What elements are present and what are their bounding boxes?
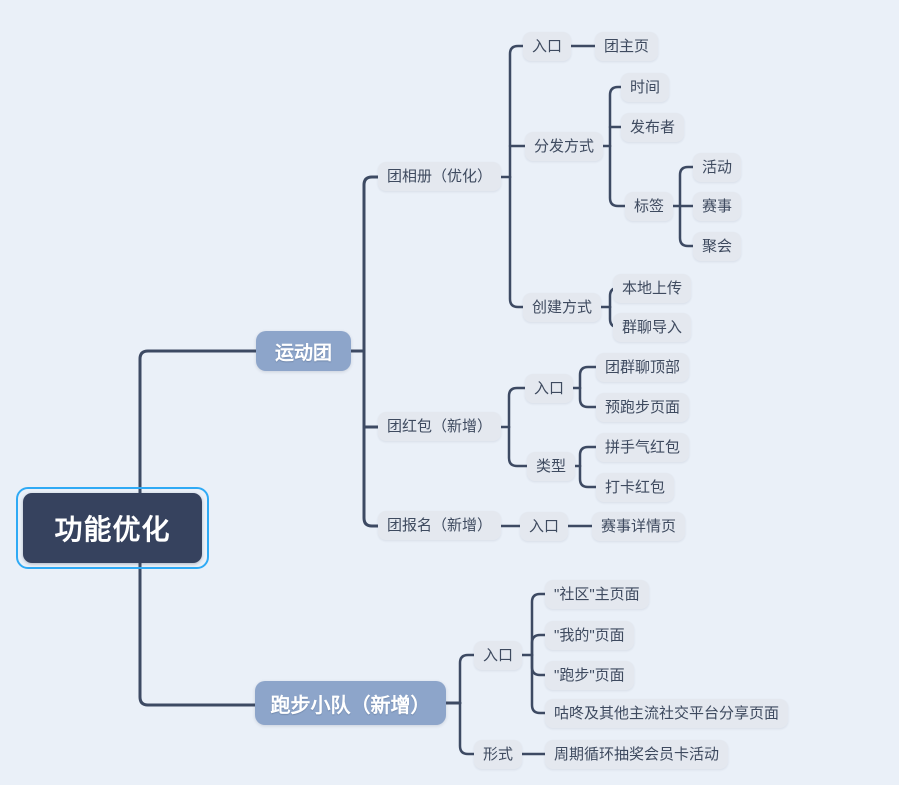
node-redpacket-entry[interactable]: 入口 <box>525 374 574 403</box>
node-squad-entry[interactable]: 入口 <box>474 641 523 670</box>
node-activity[interactable]: 活动 <box>693 153 742 182</box>
node-group-signup[interactable]: 团报名（新增） <box>378 511 502 540</box>
node-group-redpacket[interactable]: 团红包（新增） <box>378 412 502 441</box>
node-time[interactable]: 时间 <box>621 73 670 102</box>
node-race-detail-page[interactable]: 赛事详情页 <box>592 512 686 541</box>
node-running-page[interactable]: "跑步"页面 <box>545 661 634 690</box>
node-local-upload[interactable]: 本地上传 <box>613 274 692 303</box>
node-group-homepage[interactable]: 团主页 <box>595 32 659 61</box>
node-distribution-method[interactable]: 分发方式 <box>525 132 604 161</box>
node-signup-entry[interactable]: 入口 <box>520 512 569 541</box>
node-community-page[interactable]: "社区"主页面 <box>545 580 649 609</box>
node-tags[interactable]: 标签 <box>625 192 674 221</box>
node-redpacket-type[interactable]: 类型 <box>527 452 576 481</box>
node-format[interactable]: 形式 <box>474 740 523 769</box>
branch-running-squad[interactable]: 跑步小队（新增） <box>255 681 446 725</box>
node-group-album[interactable]: 团相册（优化） <box>378 162 502 191</box>
node-lottery-activity[interactable]: 周期循环抽奖会员卡活动 <box>545 740 729 769</box>
node-mine-page[interactable]: "我的"页面 <box>545 621 634 650</box>
node-album-entry[interactable]: 入口 <box>523 32 572 61</box>
node-group-chat-top[interactable]: 团群聊顶部 <box>596 353 690 382</box>
node-race[interactable]: 赛事 <box>693 192 742 221</box>
node-checkin-redpacket[interactable]: 打卡红包 <box>596 473 675 502</box>
node-root[interactable]: 功能优化 <box>23 493 202 563</box>
node-creation-method[interactable]: 创建方式 <box>523 293 602 322</box>
node-publisher[interactable]: 发布者 <box>621 113 685 142</box>
node-prerun-page[interactable]: 预跑步页面 <box>596 393 690 422</box>
node-lucky-redpacket[interactable]: 拼手气红包 <box>596 433 690 462</box>
node-meetup[interactable]: 聚会 <box>693 232 742 261</box>
node-group-chat-import[interactable]: 群聊导入 <box>613 313 692 342</box>
branch-sports-group[interactable]: 运动团 <box>256 331 351 371</box>
node-share-page[interactable]: 咕咚及其他主流社交平台分享页面 <box>545 699 789 728</box>
